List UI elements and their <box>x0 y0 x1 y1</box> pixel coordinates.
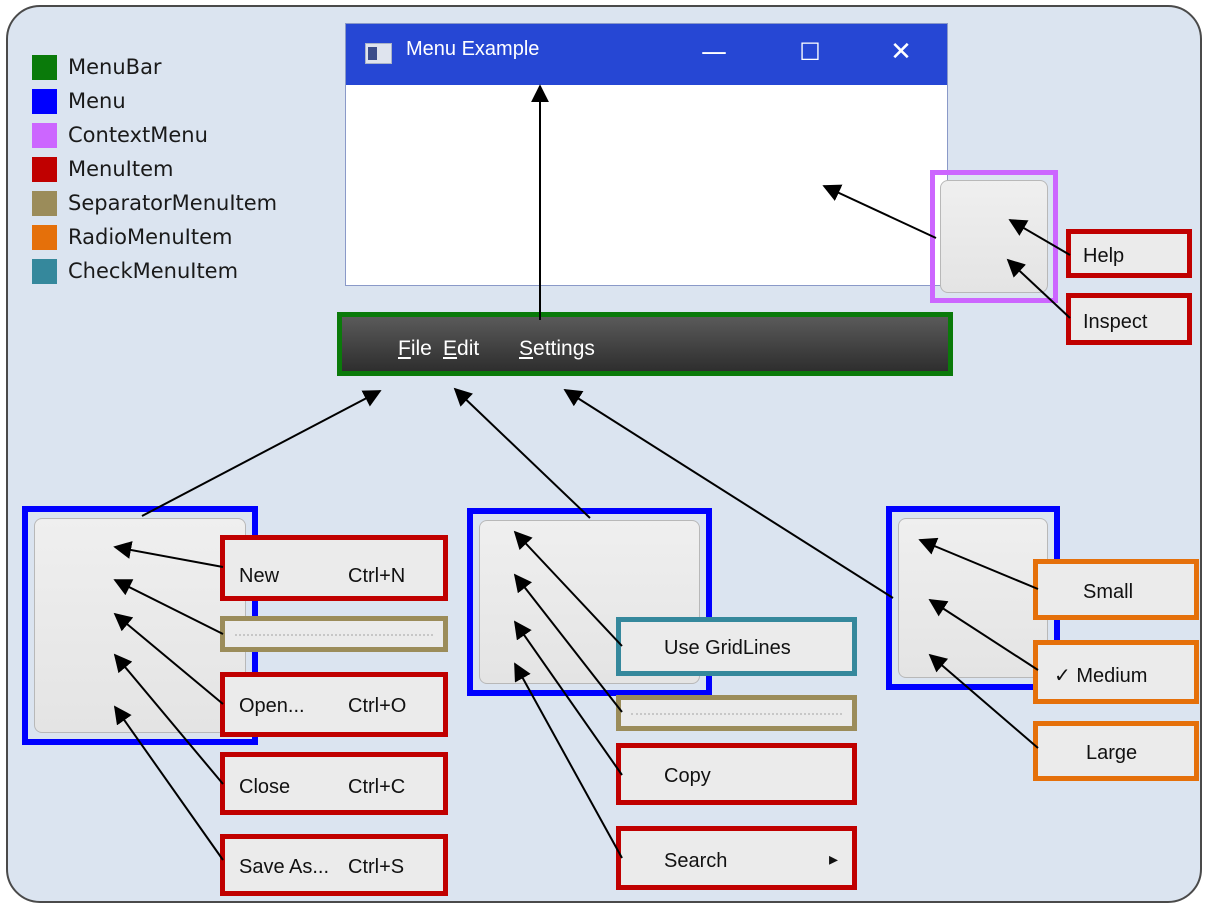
minimize-icon[interactable]: — <box>701 37 727 67</box>
arrow-settings-menu-to-menubar <box>563 389 894 599</box>
legend-item-menubar: MenuBar <box>32 52 162 82</box>
settings-item-medium-label: ✓ Medium <box>1054 665 1148 687</box>
arrow-medium-to-settings <box>928 599 1039 671</box>
arrow-small-to-settings <box>918 537 1039 590</box>
legend-swatch <box>32 190 57 216</box>
arrow-help-to-context <box>1008 219 1071 256</box>
settings-item-medium[interactable]: ✓ Medium <box>1033 640 1199 704</box>
context-menu-panel <box>940 180 1048 293</box>
context-item-help-label: Help <box>1083 245 1125 267</box>
arrow-edit-menu-to-menubar <box>453 387 591 519</box>
app-window: Menu Example — ☐ ✕ <box>345 23 948 286</box>
arrow-context-to-window <box>822 184 937 239</box>
context-item-inspect-label: Inspect <box>1083 311 1148 333</box>
settings-item-large[interactable]: Large <box>1033 721 1199 781</box>
edit-separator <box>616 695 857 731</box>
menubar: File Edit Settings <box>337 312 953 376</box>
settings-item-small[interactable]: Small <box>1033 559 1199 620</box>
file-item-close-label: Close <box>239 776 291 798</box>
app-window-icon <box>365 43 392 64</box>
legend-label: ContextMenu <box>68 123 208 147</box>
window-titlebar: Menu Example — ☐ ✕ <box>346 24 947 85</box>
legend-label: MenuBar <box>68 55 162 79</box>
legend-swatch <box>32 156 57 182</box>
arrow-close-to-file <box>113 653 224 785</box>
file-item-new[interactable]: New Ctrl+N <box>220 535 448 601</box>
context-item-inspect[interactable]: Inspect <box>1066 293 1192 345</box>
edit-item-use-gridlines-label: Use GridLines <box>664 637 791 659</box>
legend-item-contextmenu: ContextMenu <box>32 120 208 150</box>
legend-swatch <box>32 54 57 80</box>
menu-settings[interactable]: Settings <box>519 337 595 361</box>
separator-line <box>235 634 433 636</box>
context-menu <box>930 170 1058 303</box>
arrow-sep-to-edit <box>513 573 623 713</box>
file-item-save-as-label: Save As... <box>239 856 330 878</box>
file-item-new-shortcut: Ctrl+N <box>348 565 406 587</box>
arrow-sep-to-file <box>113 579 224 635</box>
file-item-open-shortcut: Ctrl+O <box>348 695 407 717</box>
arrow-search-to-edit <box>514 662 623 859</box>
menu-edit[interactable]: Edit <box>443 337 479 361</box>
arrow-inspect-to-context <box>1006 258 1071 319</box>
file-item-new-label: New <box>239 565 280 587</box>
file-item-save-as-shortcut: Ctrl+S <box>348 856 405 878</box>
legend-label: RadioMenuItem <box>68 225 233 249</box>
menu-edit-mnemonic: E <box>443 337 458 360</box>
legend-swatch <box>32 88 57 114</box>
arrow-gridlines-to-edit <box>513 530 623 647</box>
legend-label: Menu <box>68 89 126 113</box>
edit-item-search[interactable]: Search ▸ <box>616 826 857 890</box>
legend-item-menu: Menu <box>32 86 126 116</box>
edit-item-copy[interactable]: Copy <box>616 743 857 805</box>
settings-item-large-label: Large <box>1086 742 1138 764</box>
edit-item-use-gridlines[interactable]: Use GridLines <box>616 617 857 676</box>
menu-settings-mnemonic: S <box>519 337 534 360</box>
file-separator <box>220 616 448 652</box>
legend-swatch <box>32 224 57 250</box>
context-item-help[interactable]: Help <box>1066 229 1192 278</box>
arrow-file-menu-to-menubar <box>141 390 382 517</box>
arrow-new-to-file <box>113 541 224 568</box>
legend-item-separatormenuitem: SeparatorMenuItem <box>32 188 277 218</box>
separator-line <box>631 713 842 715</box>
menu-file[interactable]: File <box>398 337 432 361</box>
edit-item-search-label: Search <box>664 850 728 872</box>
maximize-icon[interactable]: ☐ <box>799 38 821 66</box>
arrow-copy-to-edit <box>513 620 623 776</box>
file-item-close-shortcut: Ctrl+C <box>348 776 406 798</box>
file-menu-panel <box>34 518 246 733</box>
legend-item-radiomenuitem: RadioMenuItem <box>32 222 232 252</box>
settings-item-small-label: Small <box>1083 581 1134 603</box>
legend-swatch <box>32 258 57 284</box>
window-title: Menu Example <box>406 38 540 60</box>
legend-label: CheckMenuItem <box>68 259 239 283</box>
legend-label: SeparatorMenuItem <box>68 191 278 215</box>
menu-file-mnemonic: F <box>398 337 411 360</box>
arrow-large-to-settings <box>928 653 1039 749</box>
edit-item-copy-label: Copy <box>664 765 711 787</box>
legend-swatch <box>32 122 57 148</box>
close-icon[interactable]: ✕ <box>890 37 912 67</box>
legend-label: MenuItem <box>68 157 174 181</box>
menu-settings-label: ettings <box>533 337 595 360</box>
menu-edit-label: dit <box>457 337 480 360</box>
file-item-save-as[interactable]: Save As... Ctrl+S <box>220 834 448 896</box>
file-item-open-label: Open... <box>239 695 305 717</box>
menu-file-label: ile <box>410 337 432 360</box>
arrow-open-to-file <box>113 612 224 705</box>
legend-item-menuitem: MenuItem <box>32 154 173 184</box>
submenu-arrow-icon: ▸ <box>829 849 839 869</box>
legend-item-checkmenuitem: CheckMenuItem <box>32 256 238 286</box>
arrow-save-as-to-file <box>113 705 224 861</box>
